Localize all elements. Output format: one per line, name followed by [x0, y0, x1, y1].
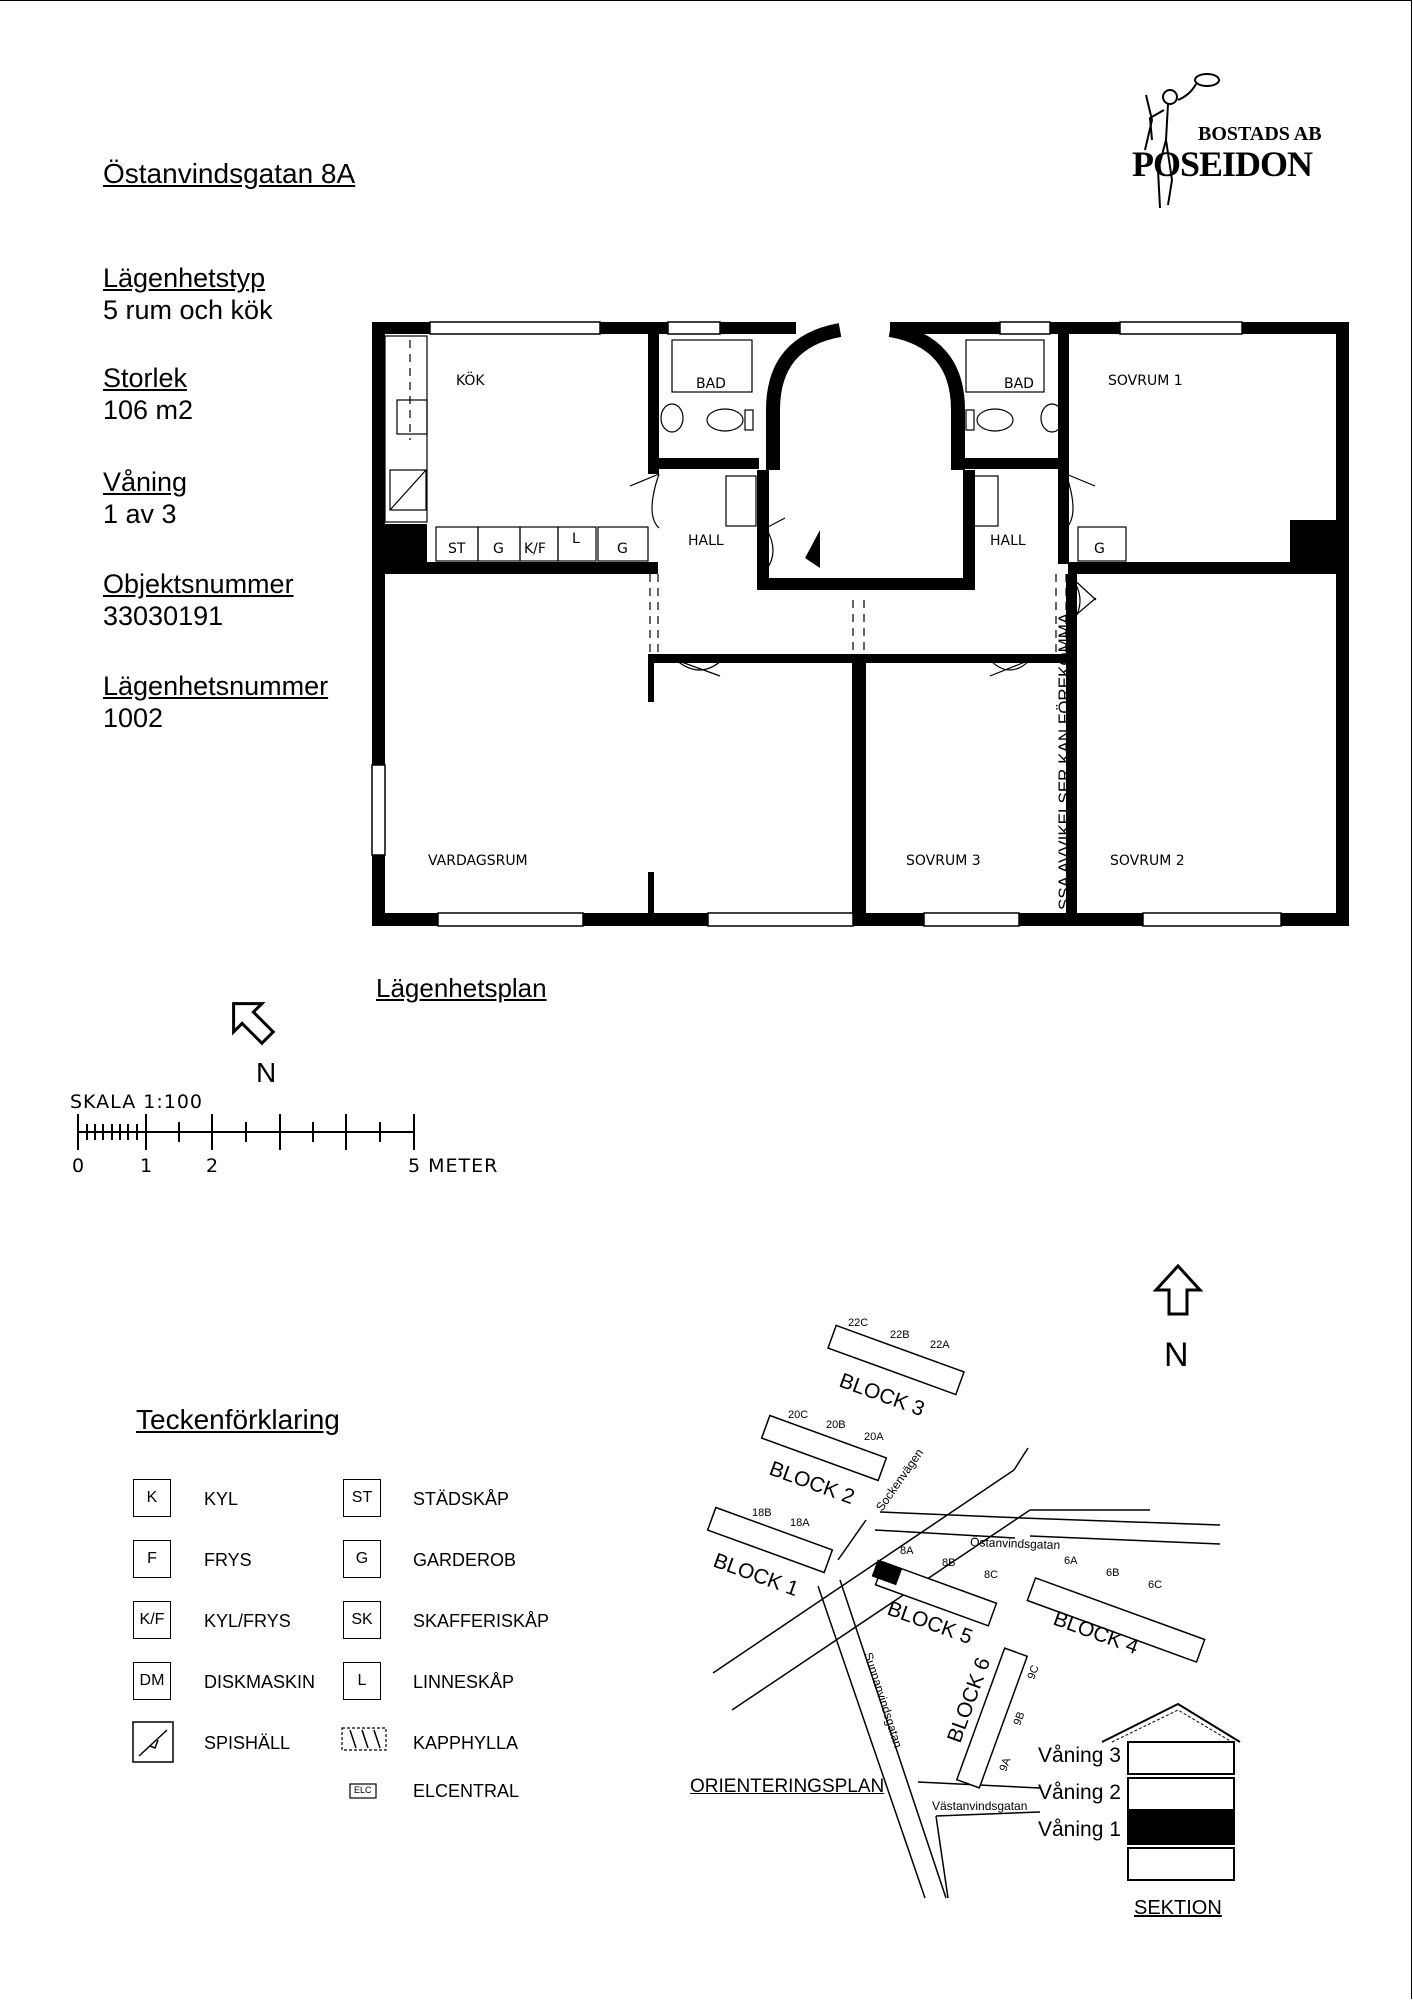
info-apartment-number: Lägenhetsnummer 1002 [103, 670, 328, 734]
legend-title: Teckenförklaring [136, 1404, 340, 1435]
info-label: Lägenhetstyp [103, 263, 266, 293]
legend-text: SPISHÄLL [204, 1733, 291, 1753]
legend-code: G [343, 1540, 381, 1578]
legend-code: L [343, 1662, 381, 1700]
info-value: 106 m2 [103, 395, 194, 425]
info-object-number: Objektsnummer 33030191 [103, 568, 294, 632]
floor-label-1: Våning 1 [1038, 1818, 1121, 1841]
info-size: Storlek 106 m2 [103, 362, 193, 426]
info-label: Storlek [103, 363, 188, 393]
info-label: Lägenhetsnummer [103, 671, 329, 701]
info-value: 5 rum och kök [103, 295, 273, 325]
legend-text: GARDEROB [413, 1550, 517, 1570]
legend-text: ELCENTRAL [413, 1781, 520, 1801]
legend-text: FRYS [204, 1550, 252, 1570]
floor-label-3: Våning 3 [1038, 1744, 1121, 1767]
info-value: 33030191 [103, 601, 224, 631]
info-type: Lägenhetstyp 5 rum och kök [103, 262, 273, 326]
address-title: Östanvindsgatan 8A [103, 158, 356, 189]
info-value: 1002 [103, 703, 164, 733]
legend-text: KYL/FRYS [204, 1611, 291, 1631]
info-label: Objektsnummer [103, 569, 294, 599]
legend-code: ST [343, 1479, 381, 1517]
info-value: 1 av 3 [103, 499, 177, 529]
legend-text: STÄDSKÅP [413, 1489, 510, 1509]
legend-code: K [133, 1479, 171, 1517]
legend-code: K/F [133, 1601, 171, 1639]
legend-text: LINNESKÅP [413, 1672, 515, 1692]
legend-code: SK [343, 1601, 381, 1639]
info-label: Våning [103, 467, 188, 497]
legend-text: DISKMASKIN [204, 1672, 316, 1692]
section-caption: SEKTION [1134, 1897, 1222, 1919]
info-floor: Våning 1 av 3 [103, 466, 187, 530]
orientation-caption: ORIENTERINGSPLAN [690, 1776, 885, 1797]
legend-elc-code: ELC [354, 1785, 372, 1795]
floor-label-2: Våning 2 [1038, 1781, 1121, 1804]
legend-text: KAPPHYLLA [413, 1733, 519, 1753]
legend-code: DM [133, 1662, 171, 1700]
legend-text: SKAFFERISKÅP [413, 1611, 550, 1631]
legend-text: KYL [204, 1489, 239, 1509]
plan-caption: Lägenhetsplan [376, 973, 547, 1003]
legend-code: F [133, 1540, 171, 1578]
